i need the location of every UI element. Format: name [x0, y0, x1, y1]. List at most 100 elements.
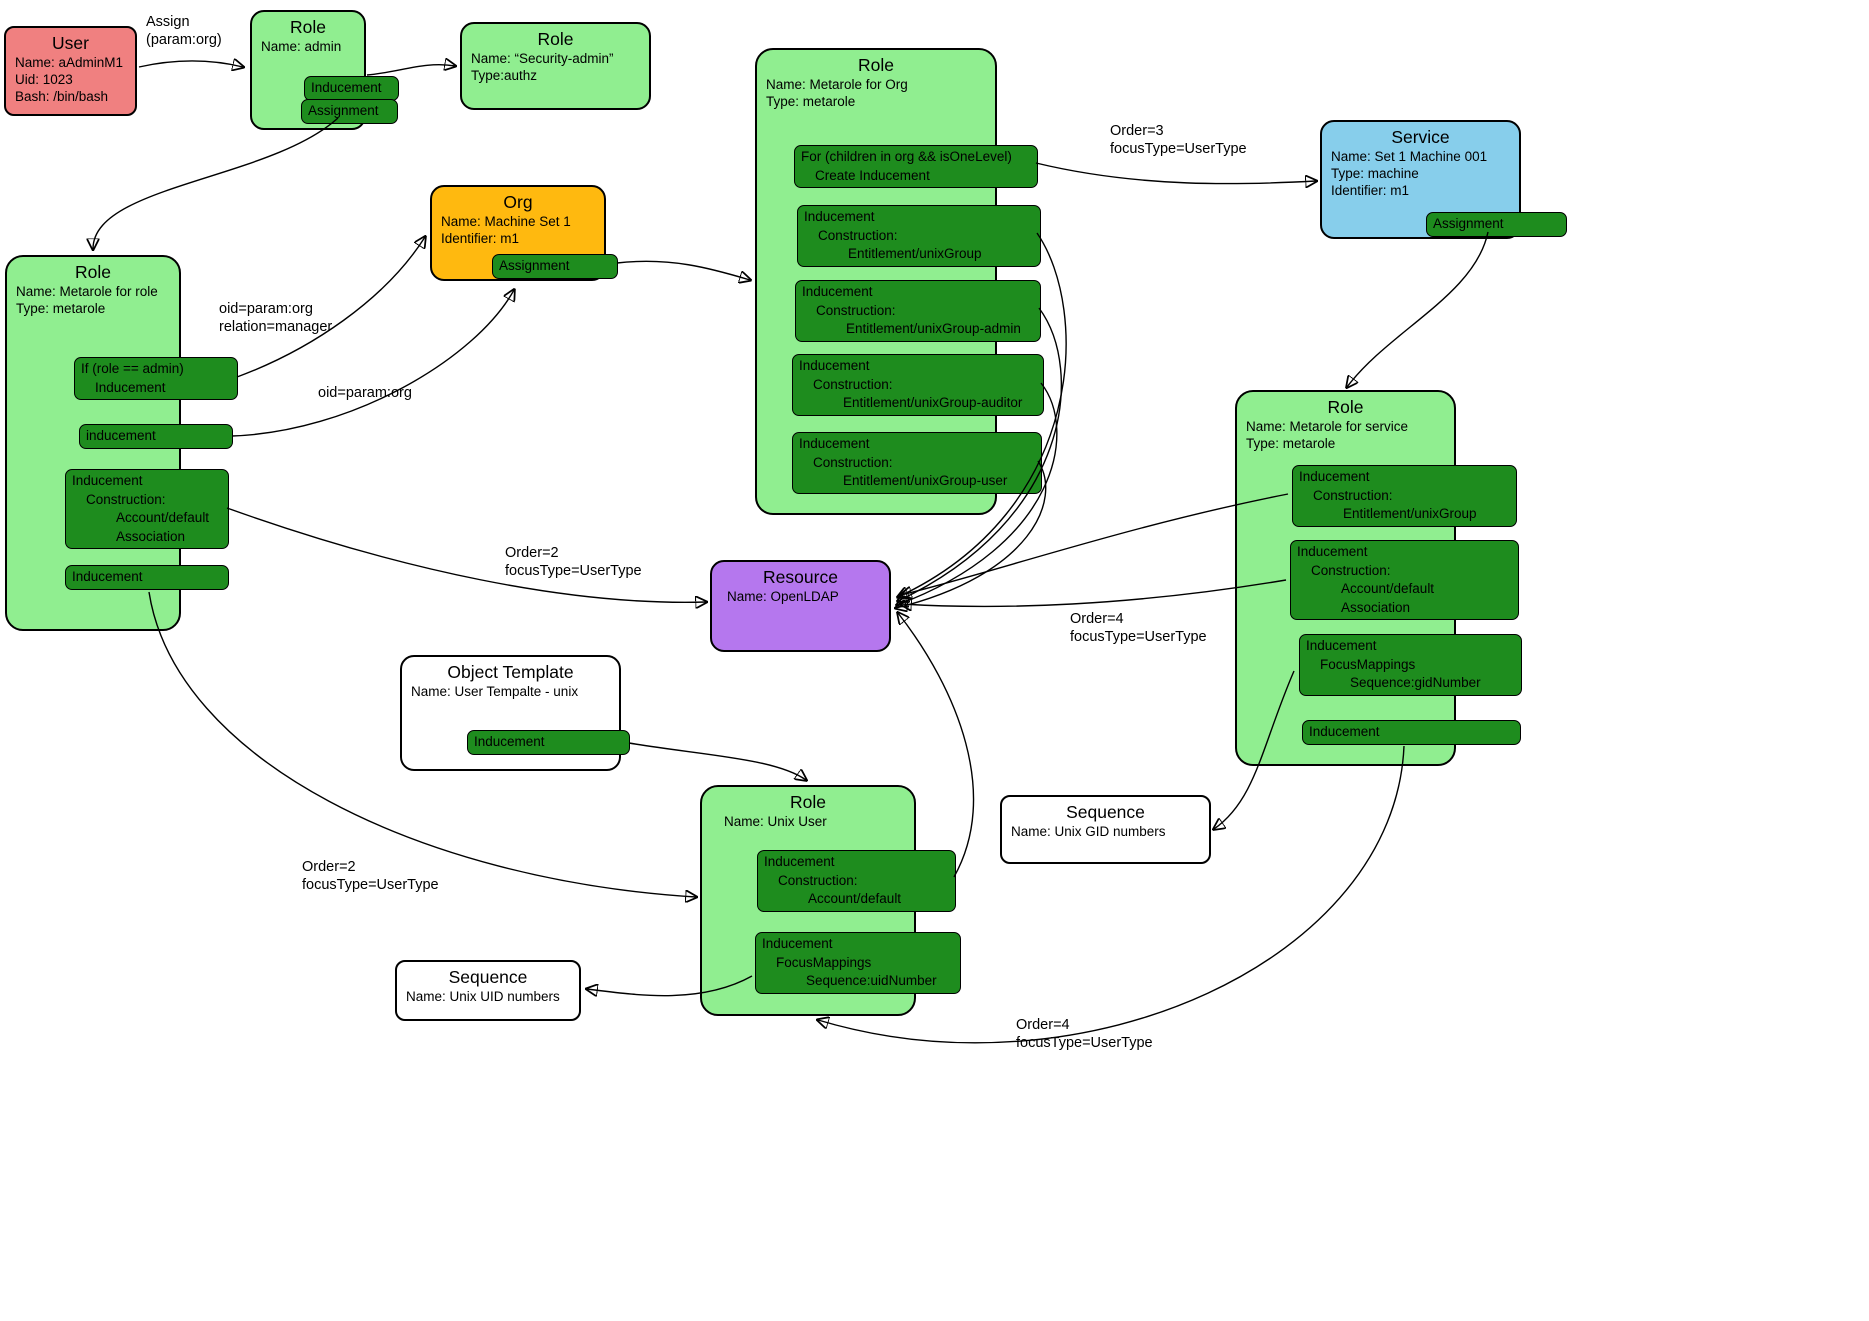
node-line: Bash: /bin/bash [15, 89, 109, 104]
edge-metarole-org-for-to-service [1035, 162, 1316, 184]
chip-line: Construction: [818, 227, 898, 243]
node-line: Name: Metarole for Org [766, 77, 908, 92]
chip-line: Inducement [1297, 544, 1368, 559]
node-line: Name: Metarole for service [1246, 419, 1409, 434]
chip-line: Sequence:uidNumber [806, 973, 937, 988]
chip-line: Construction: [816, 302, 896, 318]
edge-label-line: focusType=UserType [1016, 1035, 1153, 1051]
edge-label-oid-manager: oid=param:org relation=manager [219, 300, 332, 336]
node-line: Name: admin [261, 39, 342, 54]
edge-label-line: focusType=UserType [1070, 629, 1207, 645]
node-line: Type:authz [471, 68, 538, 83]
chip-line: Account/default [1341, 581, 1435, 596]
edge-label-line: focusType=UserType [302, 877, 439, 893]
edge-label-assign: Assign (param:org) [146, 13, 222, 49]
chip-line: Entitlement/unixGroup-auditor [843, 395, 1023, 410]
node-line: Name: aAdminM1 [15, 55, 124, 70]
chip-line: Inducement [799, 436, 870, 451]
node-sequence-uid: Sequence Name: Unix UID numbers [395, 960, 581, 1021]
node-service: Service Name: Set 1 Machine 001 Type: ma… [1320, 120, 1567, 239]
edge-label-order4-role: Order=4 focusType=UserType [1016, 1016, 1153, 1052]
chip-if-role-admin-inducement: If (role == admin) Inducement [74, 357, 238, 400]
node-line: Name: OpenLDAP [727, 589, 839, 604]
chip-line: Inducement [804, 209, 875, 224]
chip-line: Construction: [86, 491, 166, 507]
chip-line: Inducement [72, 473, 143, 488]
edge-org-assignment-to-metarole-org [616, 260, 750, 280]
edge-role-admin-assignment-to-metarole-role [93, 117, 339, 249]
chip-line: Inducement [799, 358, 870, 373]
node-role-unix-user: Role Name: Unix User Inducement Construc… [700, 785, 961, 1016]
chip-line: Construction: [778, 872, 858, 888]
edge-label-line: relation=manager [219, 319, 333, 335]
edge-role-admin-to-security-admin [366, 65, 455, 76]
edge-label-line: Order=2 [505, 545, 559, 561]
node-title: Sequence [448, 967, 528, 987]
edge-label-oid: oid=param:org [318, 384, 412, 402]
edge-label-line: oid=param:org [219, 301, 313, 317]
node-line: Uid: 1023 [15, 72, 73, 87]
chip-line: Entitlement/unixGroup-user [843, 473, 1008, 488]
chip-line: Inducement [802, 284, 873, 299]
chip-line: Inducement [1306, 638, 1377, 653]
chip-line: Inducement [1299, 469, 1370, 484]
node-line: Type: machine [1331, 166, 1419, 181]
node-line: Name: Set 1 Machine 001 [1331, 149, 1488, 164]
chip-inducement: Inducement [467, 730, 630, 755]
edge-label-line: (param:org) [146, 32, 222, 48]
node-metarole-org: Role Name: Metarole for Org Type: metaro… [755, 48, 1044, 515]
node-line: Type: metarole [1246, 436, 1336, 451]
chip-line: Construction: [1313, 487, 1393, 503]
node-title: Role [290, 17, 326, 37]
node-user: User Name: aAdminM1 Uid: 1023 Bash: /bin… [4, 26, 137, 116]
chip-line: Account/default [116, 510, 210, 525]
chip-inducement-focusmappings-gid: Inducement FocusMappings Sequence:gidNum… [1299, 634, 1522, 696]
chip-line: Inducement [72, 569, 143, 584]
node-line: Name: Unix User [724, 814, 827, 829]
edge-label-line: Order=3 [1110, 123, 1164, 139]
chip-line: Association [116, 528, 186, 544]
node-title: Role [1327, 397, 1364, 417]
chip-inducement-account-association: Inducement Construction: Account/default… [1290, 540, 1519, 620]
chip-line: FocusMappings [1320, 656, 1416, 672]
node-line: Identifier: m1 [441, 231, 520, 246]
node-line: Name: Unix UID numbers [406, 989, 560, 1004]
chip-line: Inducement [474, 734, 545, 749]
edge-label-line: focusType=UserType [1110, 141, 1247, 157]
chip-line: For (children in org && isOneLevel) [801, 149, 1012, 164]
chip-line: Construction: [813, 454, 893, 470]
chip-line: FocusMappings [776, 954, 872, 970]
edge-user-to-role-admin [138, 61, 243, 67]
chip-inducement-unixgroup-user: Inducement Construction: Entitlement/uni… [792, 432, 1042, 494]
node-title: Object Template [447, 662, 574, 682]
node-metarole-service: Role Name: Metarole for service Type: me… [1235, 390, 1522, 766]
chip-line: Entitlement/unixGroup [848, 246, 982, 261]
edge-metarole-service-account-to-resource [901, 579, 1287, 606]
node-title: Org [503, 192, 533, 212]
node-title: Role [537, 29, 574, 49]
chip-line: Entitlement/unixGroup-admin [846, 321, 1021, 336]
node-title: Role [75, 262, 111, 282]
node-line: Type: metarole [16, 301, 106, 316]
edge-service-assignment-to-metarole-service [1347, 231, 1489, 387]
chip-line: Inducement [764, 854, 835, 869]
chip-inducement: Inducement [304, 76, 399, 101]
node-title: Role [790, 792, 826, 812]
chip-assignment: Assignment [1426, 212, 1567, 237]
edge-label-line: oid=param:org [318, 385, 412, 401]
chip-inducement-unixgroup: Inducement Construction: Entitlement/uni… [797, 205, 1041, 267]
edge-label-line: focusType=UserType [505, 563, 642, 579]
chip-line: Assignment [1433, 216, 1504, 231]
node-metarole-role: Role Name: Metarole for role Type: metar… [5, 255, 238, 631]
node-line: Type: metarole [766, 94, 856, 109]
chip-inducement-construction-account: Inducement Construction: Account/default [757, 850, 956, 912]
node-title: User [52, 33, 89, 53]
node-sequence-gid: Sequence Name: Unix GID numbers [1000, 795, 1211, 864]
chip-inducement-unixgroup: Inducement Construction: Entitlement/uni… [1292, 465, 1517, 527]
chip-line: Account/default [808, 891, 902, 906]
chip-line: Construction: [813, 376, 893, 392]
edge-label-order4-resource: Order=4 focusType=UserType [1070, 610, 1207, 646]
chip-line: Inducement [95, 379, 166, 395]
chip-line: Entitlement/unixGroup [1343, 506, 1477, 521]
